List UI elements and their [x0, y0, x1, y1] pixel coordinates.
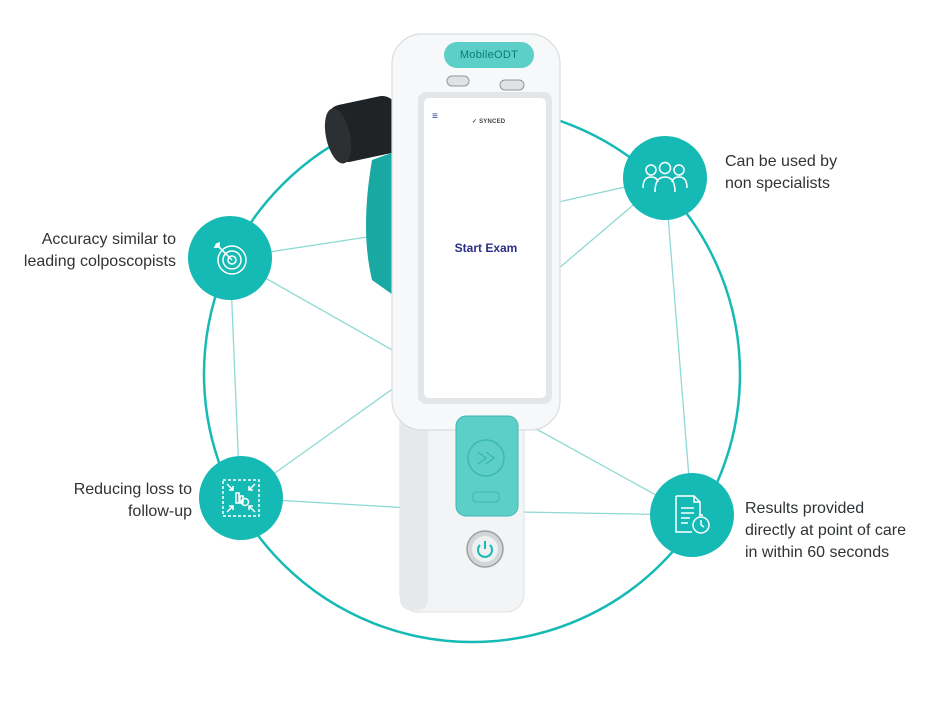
people-icon [642, 161, 688, 193]
loss-followup-badge [199, 456, 283, 540]
device-brand: MobileODT [459, 49, 519, 61]
results-label: Results provided directly at point of ca… [745, 500, 906, 561]
sync-status: ✓ SYNCED [472, 119, 506, 125]
loss-followup-label: Reducing loss to follow-up [73, 481, 192, 520]
accuracy-label: Accuracy similar to leading colposcopist… [23, 231, 176, 270]
results-badge [650, 473, 734, 557]
report-timer-icon [675, 495, 710, 534]
hamburger-menu-icon[interactable]: ≡ [432, 111, 438, 122]
accuracy-badge [188, 216, 272, 300]
start-exam-button[interactable]: Start Exam [454, 241, 518, 255]
device-screen [424, 98, 546, 398]
non-specialists-label: Can be used by non specialists [725, 153, 838, 192]
focus-icon [222, 479, 260, 517]
check-icon: ✓ [472, 119, 480, 125]
non-specialists-badge [623, 136, 707, 220]
target-icon [214, 242, 247, 275]
